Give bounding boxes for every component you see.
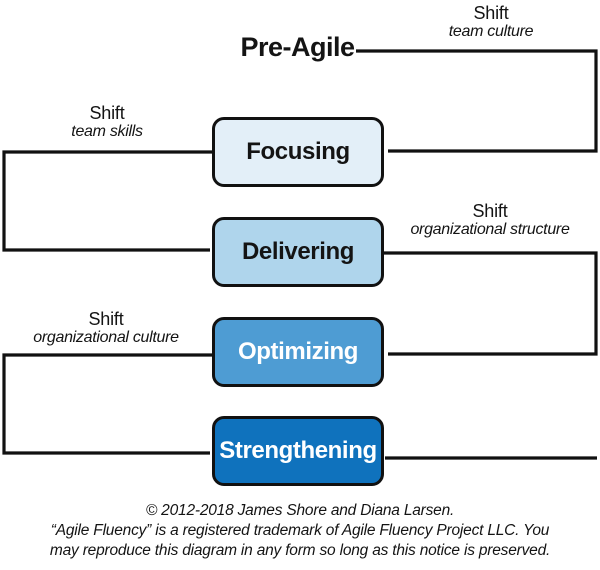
shift-label-team-skills: Shift team skills xyxy=(27,103,187,140)
zone-box-strengthening: Strengthening xyxy=(212,416,384,486)
shift-label-team-culture: Shift team culture xyxy=(391,3,591,40)
shift-detail: team culture xyxy=(448,23,534,40)
copyright-notice: © 2012-2018 James Shore and Diana Larsen… xyxy=(0,501,600,561)
copyright-line-2: “Agile Fluency” is a registered trademar… xyxy=(50,522,550,539)
arrow-optimizing-to-strengthening xyxy=(2,353,212,455)
zone-label-focusing: Focusing xyxy=(246,138,350,165)
shift-detail: organizational structure xyxy=(410,221,570,238)
copyright-line-1: © 2012-2018 James Shore and Diana Larsen… xyxy=(145,502,455,519)
zone-box-delivering: Delivering xyxy=(212,217,384,287)
shift-label-organizational-structure: Shift organizational structure xyxy=(380,201,600,238)
zone-box-optimizing: Optimizing xyxy=(212,317,384,387)
shift-label-organizational-culture: Shift organizational culture xyxy=(6,309,206,346)
arrow-delivering-to-optimizing xyxy=(384,251,598,356)
zone-box-focusing: Focusing xyxy=(212,117,384,187)
arrow-focusing-to-delivering xyxy=(2,150,212,252)
shift-detail: organizational culture xyxy=(33,329,179,346)
shift-word: Shift xyxy=(88,309,124,329)
copyright-line-3: may reproduce this diagram in any form s… xyxy=(49,542,551,559)
shift-word: Shift xyxy=(473,3,509,23)
zone-label-strengthening: Strengthening xyxy=(219,437,377,464)
zone-label-delivering: Delivering xyxy=(241,238,355,265)
pre-agile-label: Pre-Agile xyxy=(240,32,355,62)
arrow-pre-agile-to-focusing xyxy=(356,49,598,153)
zone-label-optimizing: Optimizing xyxy=(238,338,358,365)
shift-detail: team skills xyxy=(71,123,143,140)
shift-word: Shift xyxy=(472,201,508,221)
shift-word: Shift xyxy=(89,103,125,123)
